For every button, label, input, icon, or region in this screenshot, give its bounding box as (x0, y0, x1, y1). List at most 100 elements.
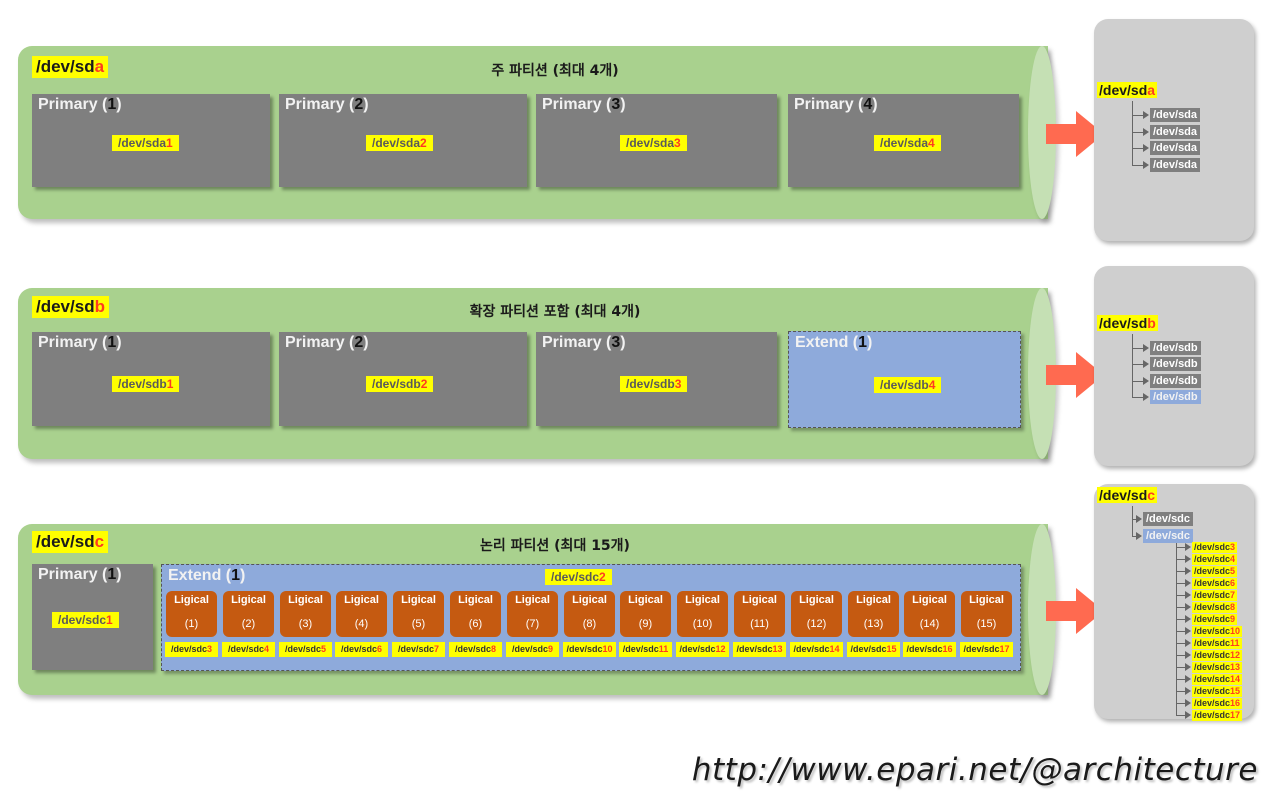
tree-subitem: /dev/sdc8 (1192, 602, 1238, 613)
logical-partition: Ligical(5) (393, 591, 444, 637)
tree-line (1132, 397, 1144, 398)
arrow-b-icon (1046, 352, 1104, 398)
logical-index: (15) (976, 618, 997, 630)
partition-title: Primary (4) (794, 96, 878, 113)
logical-title: Ligical (685, 594, 720, 606)
logical-device-tag: /dev/sdc3 (165, 642, 218, 657)
device-tag: /dev/sdc2 (545, 569, 612, 585)
logical-title: Ligical (572, 594, 607, 606)
tree-item-sda3: /dev/sda (1150, 141, 1201, 155)
logical-partition: Ligical(15) (961, 591, 1012, 637)
logical-index: (6) (468, 618, 483, 630)
tree-line (1176, 679, 1186, 680)
tree-line (1132, 334, 1133, 397)
tree-arrow-icon (1185, 579, 1191, 587)
logical-index: (12) (806, 618, 827, 630)
tree-subitem: /dev/sdc6 (1192, 578, 1238, 589)
partition-title: Primary (1) (38, 566, 122, 583)
tree-subitem: /dev/sdc5 (1192, 566, 1238, 577)
device-tag: /dev/sda2 (366, 135, 433, 151)
tree-arrow-icon (1143, 128, 1149, 136)
tree-root-label: /dev/sda (1097, 82, 1158, 98)
partition-title: Primary (3) (542, 334, 626, 351)
logical-device-tag: /dev/sdc6 (335, 642, 388, 657)
tree-arrow-icon (1185, 603, 1191, 611)
tree-line (1176, 643, 1186, 644)
tree-root-label: /dev/sdb (1097, 315, 1158, 331)
logical-title: Ligical (344, 594, 379, 606)
tree-line (1176, 631, 1186, 632)
tree-item-sdb3: /dev/sdb (1150, 374, 1201, 388)
disk-c-title: 논리 파티션 (최대 15개) (480, 538, 630, 554)
disk-a-title: 주 파티션 (최대 4개) (491, 63, 619, 79)
logical-device-tag: /dev/sdc16 (903, 642, 956, 657)
tree-subitem: /dev/sdc7 (1192, 590, 1238, 601)
partition-sda1: Primary (1) /dev/sda1 (32, 94, 270, 187)
logical-partition: Ligical(1) (166, 591, 217, 637)
partition-sdb3: Primary (3) /dev/sdb3 (536, 332, 777, 426)
tree-arrow-icon (1185, 711, 1191, 719)
logical-index: (3) (298, 618, 313, 630)
logical-partition: Ligical(13) (848, 591, 899, 637)
logical-partition: Ligical(7) (507, 591, 558, 637)
tree-arrow-icon (1185, 651, 1191, 659)
tree-item-sdb4: /dev/sdb (1150, 390, 1201, 404)
disk-a-label: /dev/sda (32, 56, 109, 78)
logical-index: (1) (184, 618, 199, 630)
tree-arrow-icon (1185, 699, 1191, 707)
disk-c-label: /dev/sdc (32, 531, 109, 553)
partition-title: Extend (1) (168, 567, 246, 584)
tree-arrow-icon (1185, 627, 1191, 635)
tree-line (1176, 703, 1186, 704)
tree-subitem: /dev/sdc10 (1192, 626, 1243, 637)
partition-sda3: Primary (3) /dev/sda3 (536, 94, 777, 187)
logical-index: (7) (525, 618, 540, 630)
logical-partition: Ligical(9) (620, 591, 671, 637)
logical-title: Ligical (912, 594, 947, 606)
logical-title: Ligical (288, 594, 323, 606)
tree-arrow-icon (1143, 161, 1149, 169)
partition-title: Primary (1) (38, 96, 122, 113)
partition-title: Primary (2) (285, 334, 369, 351)
tree-item-sdb1: /dev/sdb (1150, 341, 1201, 355)
tree-item-sda4: /dev/sda (1150, 158, 1201, 172)
tree-arrow-icon (1185, 639, 1191, 647)
tree-line (1132, 101, 1133, 165)
tree-arrow-icon (1185, 675, 1191, 683)
tree-line (1132, 364, 1144, 365)
logical-partition: Ligical (6) (450, 591, 501, 637)
logical-title: Ligical (231, 594, 266, 606)
tree-line (1176, 559, 1186, 560)
device-tag: /dev/sdb2 (366, 376, 434, 392)
partition-sda2: Primary (2) /dev/sda2 (279, 94, 527, 187)
tree-item-sdc1: /dev/sdc (1143, 512, 1194, 526)
tree-line (1176, 583, 1186, 584)
tree-subitem: /dev/sdc12 (1192, 650, 1243, 661)
logical-title: Ligical (458, 594, 493, 606)
tree-subitem: /dev/sdc9 (1192, 614, 1238, 625)
tree-subitem: /dev/sdc3 (1192, 542, 1238, 553)
tree-subitem: /dev/sdc17 (1192, 710, 1243, 721)
tree-item-sda1: /dev/sda (1150, 108, 1201, 122)
tree-line (1132, 148, 1144, 149)
tree-arrow-icon (1185, 687, 1191, 695)
tree-line (1176, 547, 1186, 548)
tree-arrow-icon (1185, 615, 1191, 623)
logical-device-tag: /dev/sdc11 (619, 642, 672, 657)
logical-index: (4) (354, 618, 369, 630)
logical-device-tag: /dev/sdc12 (676, 642, 729, 657)
tree-line (1132, 506, 1133, 536)
tree-arrow-icon (1136, 532, 1142, 540)
logical-index: (11) (750, 618, 769, 630)
tree-arrow-icon (1185, 555, 1191, 563)
tree-line (1132, 519, 1137, 520)
tree-arrow-icon (1185, 663, 1191, 671)
logical-index: (8) (582, 618, 597, 630)
logical-title: Ligical (856, 594, 891, 606)
tree-line (1176, 571, 1186, 572)
device-tag: /dev/sdb1 (112, 376, 180, 392)
disk-b-label: /dev/sdb (32, 296, 109, 318)
tree-subitem: /dev/sdc11 (1192, 638, 1242, 649)
tree-arrow-icon (1185, 543, 1191, 551)
partition-sda4: Primary (4) /dev/sda4 (788, 94, 1019, 187)
